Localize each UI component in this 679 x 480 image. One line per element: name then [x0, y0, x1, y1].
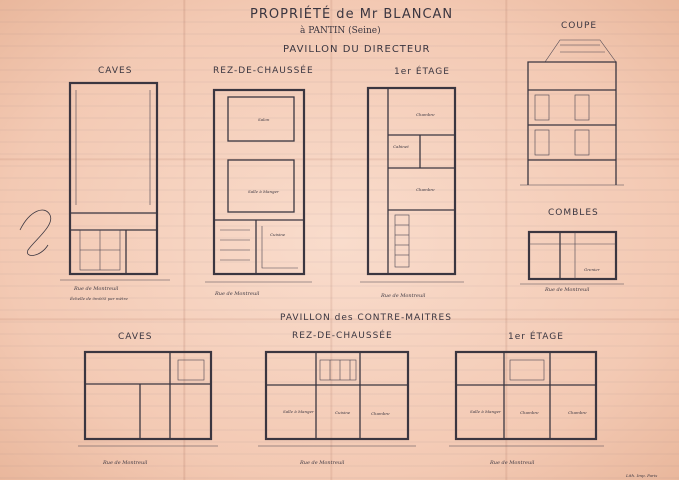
room-label-chambre-2: Chambre	[416, 187, 435, 192]
street-label-etage-2: Rue de Montreuil	[490, 460, 535, 466]
street-label-rdc-2: Rue de Montreuil	[300, 460, 345, 466]
plan-rdc-contre-maitres	[258, 350, 416, 447]
street-label-etage: Rue de Montreuil	[381, 293, 426, 299]
room-label-chambre-3: Chambre	[371, 411, 390, 416]
label-caves-2: CAVES	[118, 332, 153, 342]
room-label-chambre-4: Chambre	[520, 410, 539, 415]
room-label-salon: Salon	[258, 117, 270, 122]
plan-caves-contre-maitres	[78, 350, 218, 447]
plan-coupe	[520, 39, 624, 186]
street-label-caves-2: Rue de Montreuil	[103, 460, 148, 466]
room-label-cuisine-2: Cuisine	[335, 410, 351, 415]
document-location: à PANTIN (Seine)	[300, 26, 381, 36]
room-label-chambre-1: Chambre	[416, 112, 435, 117]
room-label-salle-a-manger: Salle à Manger	[248, 189, 279, 194]
street-label-caves: Rue de Montreuil	[74, 286, 119, 292]
label-combles: COMBLES	[548, 208, 599, 218]
section-directeur: PAVILLON DU DIRECTEUR	[283, 44, 431, 55]
label-coupe: COUPE	[561, 21, 598, 31]
plan-rdc-directeur	[205, 88, 312, 283]
street-label-combles: Rue de Montreuil	[545, 287, 590, 293]
room-label-sam-3: Salle à Manger	[470, 409, 501, 414]
room-label-cuisine: Cuisine	[270, 232, 286, 237]
label-premier-etage-2: 1er ÉTAGE	[508, 332, 564, 342]
document-title: PROPRIÉTÉ de Mr BLANCAN	[250, 7, 454, 22]
plan-combles	[520, 230, 624, 285]
scale-note: Échelle de 0m005 par mètre	[70, 296, 128, 301]
plan-etage-directeur	[360, 86, 464, 283]
room-label-chambre-5: Chambre	[568, 410, 587, 415]
room-label-sam-2: Salle à Manger	[283, 409, 314, 414]
street-label-rdc: Rue de Montreuil	[215, 291, 260, 297]
room-label-cabinet: Cabinet	[393, 144, 409, 149]
room-label-grenier: Grenier	[584, 267, 600, 272]
label-rez-de-chaussee-2: REZ-DE-CHAUSSÉE	[292, 331, 393, 341]
label-premier-etage: 1er ÉTAGE	[394, 67, 450, 77]
label-caves: CAVES	[98, 66, 133, 76]
plan-etage-contre-maitres	[449, 350, 604, 447]
section-contre-maitres: PAVILLON des CONTRE-MAITRES	[280, 313, 452, 323]
signature-mark	[19, 209, 52, 256]
label-rez-de-chaussee: REZ-DE-CHAUSSÉE	[213, 66, 314, 76]
printer-mark: Lith. Imp. Paris	[626, 473, 658, 478]
plan-caves-directeur	[60, 81, 170, 281]
